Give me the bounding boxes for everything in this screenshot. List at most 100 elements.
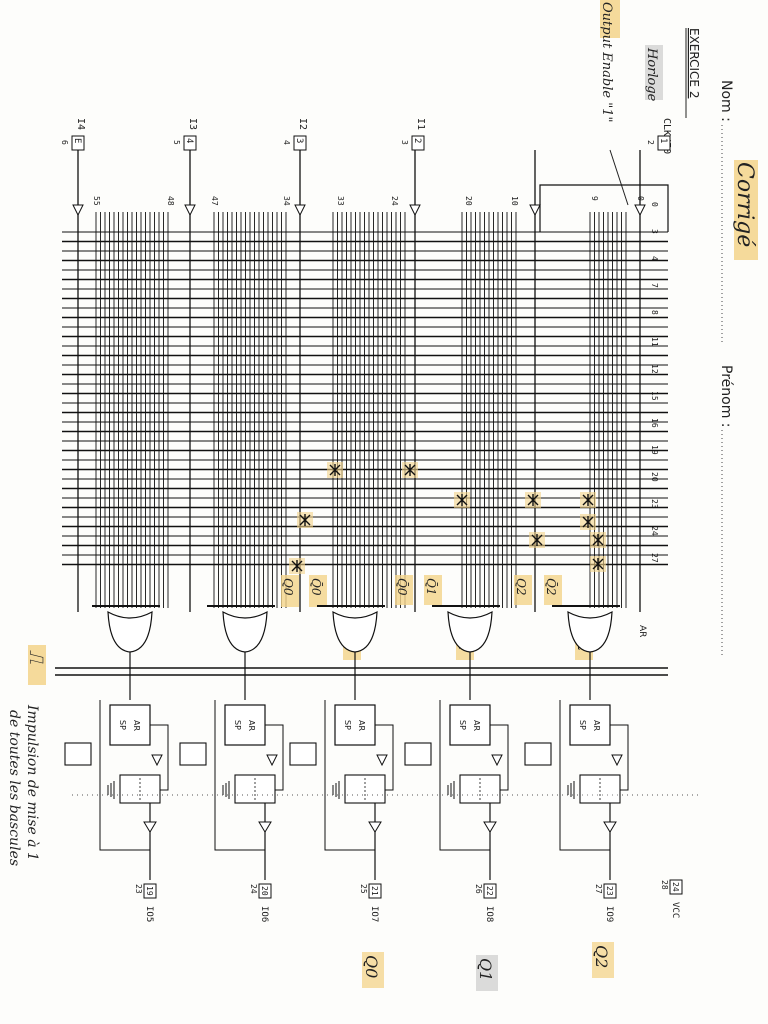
output-enable-label: Output Enable "1"	[599, 2, 614, 122]
fuse-x	[531, 534, 543, 546]
input-pin-name: I1	[415, 118, 426, 130]
feedback-wire	[439, 700, 490, 851]
product-number: 9	[590, 196, 599, 201]
pulse-symbol: ⎍	[25, 650, 49, 664]
or-gate	[107, 610, 153, 653]
or-gate	[447, 610, 493, 653]
flip-flop	[109, 704, 151, 746]
fuse-x	[291, 560, 303, 572]
output-pin-name: IO8	[484, 906, 494, 922]
vcc-pin-number: 28	[660, 880, 669, 890]
ar-label: AR	[637, 625, 647, 637]
output-pin-number: 24	[249, 884, 258, 894]
inverter	[376, 754, 388, 767]
select-box	[179, 742, 207, 766]
product-number: 24	[390, 196, 399, 206]
flip-flop	[224, 704, 266, 746]
or-gate	[222, 610, 268, 653]
vcc-box-label: 24	[671, 882, 680, 892]
fuse-x	[527, 494, 539, 506]
output-pin-box	[368, 883, 382, 899]
input-pins: I4E6I345I234I123CLK/I012	[60, 118, 672, 154]
ff-ar-label: AR	[357, 720, 366, 731]
output-pin-box	[483, 883, 497, 899]
product-number: 47	[210, 196, 219, 206]
nom-label: Nom :	[718, 80, 734, 122]
ff-sp-label: SP	[458, 720, 467, 730]
output-pin-number: 27	[594, 884, 603, 894]
output-pin-box-label: 19	[145, 886, 154, 896]
input-pin-name: I2	[297, 118, 308, 130]
buffer-triangle	[72, 204, 84, 217]
fuse-x	[329, 464, 341, 476]
inverter	[491, 754, 503, 767]
output-pin-box	[143, 883, 157, 899]
output-pin-name: IO9	[604, 906, 614, 922]
input-pin-name: I3	[187, 118, 198, 130]
corrige-highlight	[734, 160, 758, 260]
product-number: 20	[464, 196, 473, 206]
column-number: 11	[650, 337, 659, 347]
flip-flop	[334, 704, 376, 746]
bottom-q1: Q1	[476, 958, 495, 981]
input-pin-box	[657, 135, 671, 151]
fuse-x	[582, 516, 594, 528]
inverter	[611, 754, 623, 767]
output-pin-box-label: 20	[260, 886, 269, 896]
select-box	[289, 742, 317, 766]
input-pin-box-label: E	[72, 138, 82, 143]
output-pin-name: IO5	[144, 906, 154, 922]
output-pin-number: 26	[474, 884, 483, 894]
feedback-wire	[214, 700, 265, 851]
clk-route	[539, 184, 669, 232]
output-pin-name: IO7	[369, 906, 379, 922]
wire	[610, 724, 629, 791]
wire	[375, 724, 394, 791]
product-number: 34	[282, 196, 291, 206]
feedback-wire	[99, 700, 150, 851]
buffer-triangle	[409, 204, 421, 217]
column-number: 24	[650, 526, 659, 536]
input-pin-number: 3	[400, 140, 409, 145]
exercise-title: EXERCICE 2	[687, 28, 701, 98]
wire	[490, 724, 509, 791]
input-pin-number: 6	[60, 140, 69, 145]
select-box	[404, 742, 432, 766]
fuse-x	[299, 514, 311, 526]
input-pin-number: 4	[282, 140, 291, 145]
output-pin-box-label: 21	[370, 886, 379, 896]
output-pin-name: IO6	[259, 906, 269, 922]
flip-flop	[569, 704, 611, 746]
feedback-wire	[324, 700, 375, 851]
input-pin-number: 5	[172, 140, 181, 145]
inverter	[151, 754, 163, 767]
product-number: 48	[166, 196, 175, 206]
input-pin-name: I4	[75, 118, 86, 130]
output-buffer	[143, 821, 157, 833]
column-number: 27	[650, 553, 659, 563]
bottom-q0: Q0	[362, 955, 381, 978]
ff-ar-label: AR	[472, 720, 481, 731]
fuse-x	[582, 494, 594, 506]
bottom-q2: Q2	[592, 945, 611, 968]
ff-sp-label: SP	[578, 720, 587, 730]
output-pin-box-label: 23	[605, 886, 614, 896]
wire	[150, 724, 169, 791]
q1bar-label: Q̄1	[424, 578, 439, 595]
ff-ar-label: AR	[247, 720, 256, 731]
output-buffer	[258, 821, 272, 833]
or-gate	[332, 610, 378, 653]
input-pin-box-label: 3	[294, 138, 304, 143]
input-pin-number: 2	[646, 140, 655, 145]
column-number: 8	[650, 310, 659, 315]
or-gate	[567, 610, 613, 653]
input-pin-box-label: 2	[412, 138, 422, 143]
q2bar-label: Q̄2	[544, 578, 559, 595]
feedback-wire	[559, 700, 610, 851]
column-number: 20	[650, 472, 659, 482]
buffer-triangle	[184, 204, 196, 217]
column-number: 15	[650, 391, 659, 401]
